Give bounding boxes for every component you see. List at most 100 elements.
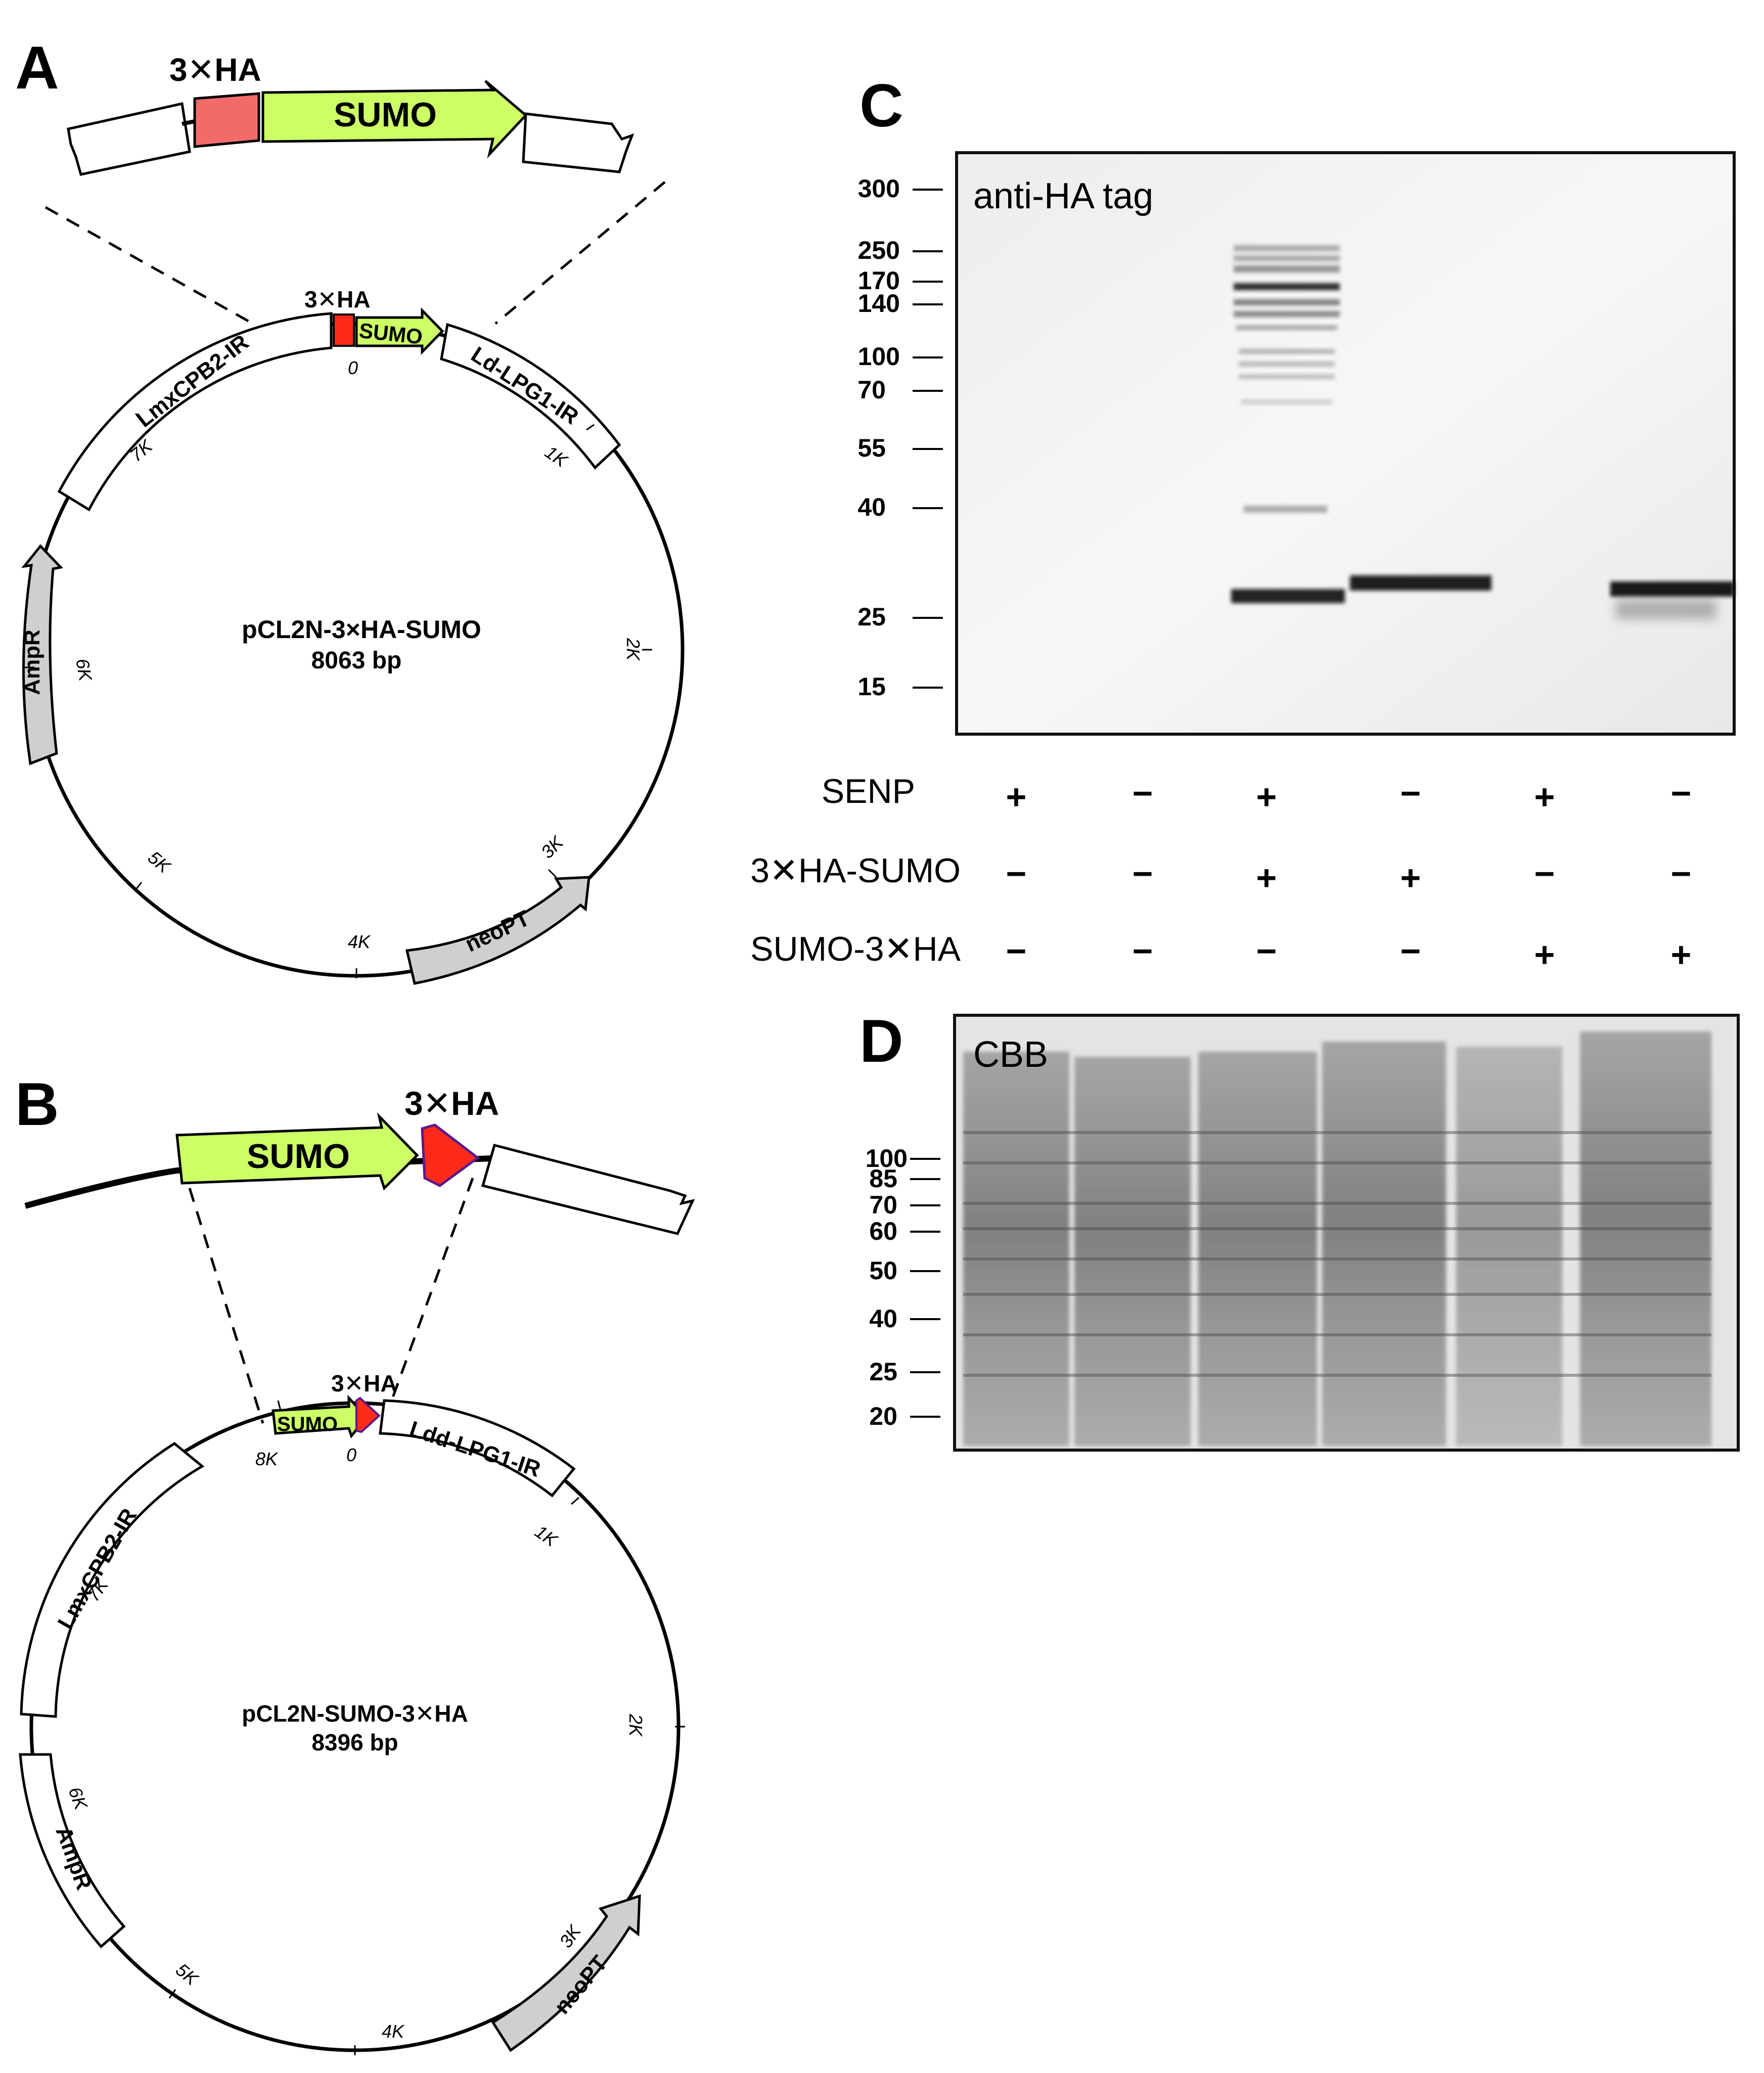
feature-ld-lpg1-ir [440, 323, 621, 470]
plasmid-a-size: 8063 bp [311, 647, 402, 674]
feature-neopt [405, 876, 591, 985]
svg-text:−: − [1671, 774, 1692, 813]
svg-text:+: + [1256, 858, 1277, 897]
tag-box [193, 92, 260, 148]
svg-text:40: 40 [869, 1304, 897, 1333]
marker-d-20: 20 [869, 1402, 940, 1430]
marker-d-60: 60 [869, 1217, 940, 1245]
row-sumo-3xha: − − − − + + [1006, 931, 1692, 974]
tag-linker [182, 119, 195, 126]
svg-text:−: − [1671, 854, 1692, 893]
feature-ampr-b [19, 1753, 126, 1949]
marker-d-85: 85 [869, 1164, 940, 1193]
lane-condition-table: SENP 3✕HA-SUMO SUMO-3✕HA + − + − + − − −… [750, 772, 1691, 974]
svg-text:55: 55 [857, 434, 886, 462]
map-b-sumo-label: SUMO [277, 1413, 338, 1435]
insert-tag-label: 3✕HA [169, 52, 261, 88]
svg-text:−: − [1006, 931, 1027, 971]
lane-4-main-band [1350, 575, 1491, 591]
tick-b-4k: 4K [382, 2021, 405, 2042]
map-b-tag-label: 3✕HA [331, 1370, 397, 1396]
marker-15: 15 [857, 672, 943, 701]
svg-text:25: 25 [857, 603, 886, 631]
condition-senp-label: SENP [822, 772, 915, 810]
marker-d-40: 40 [869, 1304, 940, 1333]
zoom-line-right [494, 181, 666, 325]
tag-arrow-b [421, 1123, 480, 1187]
insert-b-sumo-label: SUMO [247, 1137, 350, 1176]
zoom-line-b-left [188, 1188, 264, 1424]
label-ampr: AmpR [20, 629, 44, 695]
tick-b-5k: 5K [172, 1959, 203, 1990]
panel-c: C anti-HA tag [750, 72, 1736, 974]
panel-b: B 3✕HA SUMO LmxCPB2-IR Ldd-LPG1-IR AmpR … [15, 1070, 695, 2055]
lane-6-main-band [1610, 581, 1734, 597]
plasmid-a-name: pCL2N-3×HA-SUMO [242, 615, 481, 644]
panel-c-letter: C [860, 72, 903, 140]
svg-text:40: 40 [857, 493, 886, 521]
sumo-arrow [261, 80, 528, 159]
left-backbone-segment [67, 102, 191, 176]
blot-label: anti-HA tag [973, 176, 1153, 216]
svg-text:70: 70 [857, 376, 886, 404]
sumo-arrow-small [355, 307, 444, 355]
marker-55: 55 [857, 434, 943, 462]
svg-text:100: 100 [866, 1144, 908, 1173]
tag-box-small [333, 313, 355, 347]
panel-a-letter: A [15, 34, 59, 102]
svg-text:60: 60 [869, 1217, 897, 1245]
feature-ldd-lpg1-ir-b [379, 1399, 576, 1498]
tick-b-6k: 6K [64, 1784, 92, 1813]
panel-d-letter: D [860, 1007, 903, 1075]
tick-1k: 1K [541, 441, 572, 472]
marker-d-100: 100 [866, 1144, 940, 1173]
svg-text:170: 170 [858, 266, 900, 295]
svg-text:−: − [1133, 854, 1153, 893]
svg-text:70: 70 [869, 1191, 897, 1219]
svg-text:+: + [1400, 858, 1421, 897]
label-ld-lpg1-ir: Ld-LPG1-IR [467, 342, 583, 429]
coomassie-gel: CBB [953, 1014, 1740, 1452]
tick-2k: 2K [623, 638, 644, 661]
right-backbone-segment-b [481, 1143, 695, 1235]
marker-25: 25 [857, 603, 943, 631]
western-blot: anti-HA tag [955, 151, 1736, 736]
plasmid-b-size: 8396 bp [311, 1729, 398, 1755]
svg-text:50: 50 [869, 1256, 897, 1285]
marker-d-25: 25 [869, 1358, 940, 1386]
sumo-arrow-b [175, 1112, 419, 1191]
marker-140: 140 [858, 289, 943, 318]
panel-b-letter: B [15, 1070, 59, 1138]
insert-b-tag-label: 3✕HA [404, 1085, 499, 1122]
svg-text:140: 140 [858, 289, 900, 318]
marker-d-70: 70 [869, 1191, 940, 1219]
lane-3-main-band [1231, 589, 1345, 603]
condition-sumo-3xha-label: SUMO-3✕HA [750, 930, 961, 968]
lane-3-ladder-bands [1234, 245, 1340, 513]
svg-text:−: − [1256, 931, 1277, 971]
svg-text:300: 300 [858, 174, 900, 203]
map-tag-label: 3✕HA [304, 286, 371, 312]
panel-d: D CBB 100 [860, 1007, 1740, 1452]
panel-a: A 3✕HA SUMO LmxCPB2-IR Ld-LPG1-IR AmpR n… [15, 34, 685, 985]
row-senp: + − + − + − [1006, 774, 1692, 817]
row-3xha-sumo: − − + + − − [1006, 854, 1692, 897]
svg-text:250: 250 [858, 236, 900, 264]
marker-300: 300 [858, 174, 943, 203]
tick-b-3k: 3K [555, 1920, 585, 1951]
marker-100: 100 [858, 342, 943, 371]
gel-label: CBB [973, 1034, 1048, 1075]
gel-lanes [963, 1031, 1711, 1446]
svg-text:+: + [1534, 777, 1555, 817]
right-backbone-segment [522, 112, 635, 173]
svg-text:−: − [1133, 774, 1153, 813]
plasmid-b-name: pCL2N-SUMO-3✕HA [242, 1700, 468, 1727]
tick-b-2k: 2K [625, 1714, 646, 1737]
backbone-curve-b [24, 1155, 506, 1209]
panel-a-insert: 3✕HA SUMO [67, 52, 635, 176]
marker-40: 40 [857, 493, 943, 521]
svg-text:85: 85 [869, 1164, 897, 1193]
zoom-line-left [44, 206, 254, 325]
tag-arrow-small-b [355, 1396, 381, 1433]
